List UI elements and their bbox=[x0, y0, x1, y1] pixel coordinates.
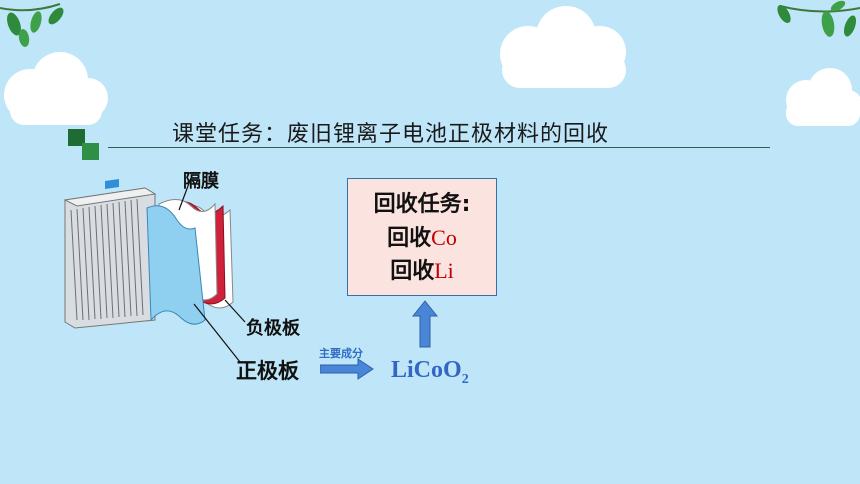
task-prefix: 回收 bbox=[387, 226, 432, 251]
cloud-left-icon bbox=[4, 52, 108, 125]
page-title: 课堂任务：废旧锂离子电池正极材料的回收 bbox=[172, 122, 610, 147]
leaf-top-left-icon bbox=[0, 3, 64, 47]
pointer-line bbox=[193, 303, 241, 363]
title-divider bbox=[108, 147, 770, 148]
arrow-label-main-component: 主要成分 bbox=[319, 347, 363, 360]
battery-cell-illustration bbox=[63, 177, 246, 329]
title-marker-square bbox=[82, 143, 99, 160]
task-line-li: 回收Li bbox=[348, 253, 496, 285]
label-negative-plate: 负极板 bbox=[246, 318, 300, 339]
cloud-center-icon bbox=[500, 6, 626, 88]
recovery-task-box: 回收任务: 回收Co 回收Li bbox=[347, 178, 497, 296]
cloud-right-icon bbox=[786, 68, 860, 126]
label-separator: 隔膜 bbox=[183, 171, 219, 192]
formula-main: LiCoO bbox=[391, 357, 462, 383]
leaf-top-right-icon bbox=[777, 0, 860, 37]
title-marker-square bbox=[68, 129, 85, 146]
task-line-co: 回收Co bbox=[348, 220, 496, 252]
element-co: Co bbox=[431, 225, 457, 250]
label-positive-plate: 正极板 bbox=[236, 359, 299, 383]
formula-licoo2: LiCoO2 bbox=[391, 357, 469, 388]
element-li: Li bbox=[434, 258, 454, 283]
task-heading: 回收任务: bbox=[373, 192, 471, 217]
up-arrow-icon bbox=[412, 300, 438, 348]
task-prefix: 回收 bbox=[390, 259, 435, 284]
formula-subscript: 2 bbox=[461, 371, 469, 387]
right-arrow-icon bbox=[320, 358, 374, 380]
